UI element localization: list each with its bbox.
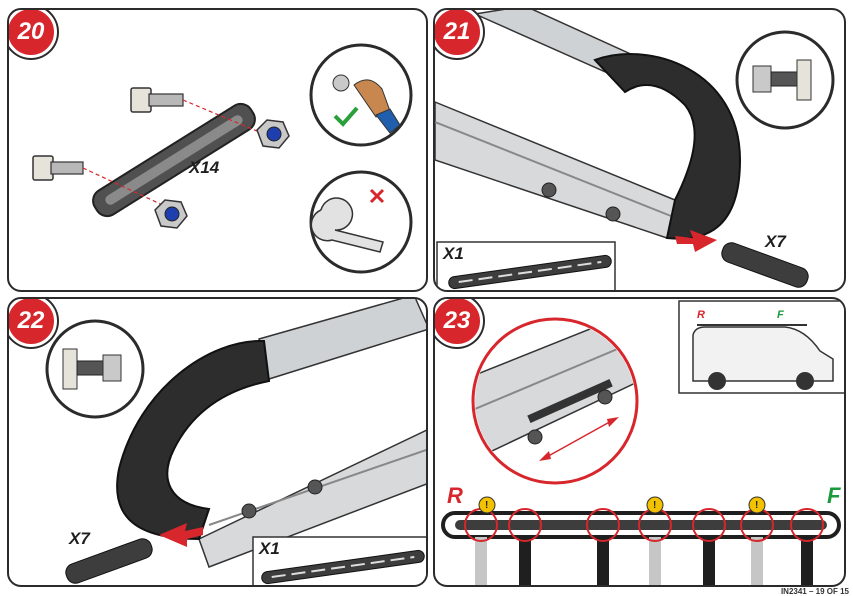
step-22-sub-quantity: X1 (259, 539, 280, 558)
van-icon (692, 326, 834, 382)
rail-bolt-2 (307, 479, 323, 495)
rail-top-view (441, 511, 841, 539)
mounting-bar (92, 102, 256, 218)
roof-rail-profile (198, 429, 426, 568)
rail-end-cap (116, 339, 271, 541)
step-23-illustration (441, 300, 844, 585)
lock-nut-lower (154, 199, 188, 229)
wrench-callout (309, 170, 413, 274)
warning-icons (478, 496, 766, 514)
insert-arrow (675, 230, 717, 252)
position-markers (464, 508, 824, 542)
cross-icon (369, 188, 385, 204)
rear-label: R (447, 483, 463, 508)
lock-nut-upper (256, 119, 290, 149)
mounting-feet (475, 537, 813, 585)
step-21-sub-quantity: X1 (443, 244, 464, 263)
bolt-detail-callout (735, 30, 835, 130)
step-20-illustration (32, 43, 413, 274)
insert-arrow (159, 523, 203, 547)
hand-tighten-callout (309, 43, 413, 147)
rail-bolt-2 (605, 206, 621, 222)
step-21-quantity: X7 (765, 232, 786, 251)
step-20-panel: 20 X14 (7, 8, 428, 292)
t-bolt-lower (32, 155, 84, 181)
step-23-panel: 23 R F R F ! ! ! (433, 297, 846, 587)
warning-symbol-3: ! (755, 500, 759, 511)
bar-inset-drawing (448, 254, 612, 290)
front-label: F (827, 483, 841, 508)
step-22-badge: 22 (9, 299, 57, 347)
roof-rail-upper (258, 299, 426, 380)
rail-bolt-1 (541, 182, 557, 198)
checkmark-icon (333, 106, 359, 127)
step-21-illustration (435, 10, 835, 290)
magnifier-callout (471, 317, 639, 485)
step-23-badge: 23 (435, 299, 483, 347)
step-21-panel: 21 X7 X1 (433, 8, 846, 292)
warning-symbol-2: ! (653, 500, 657, 511)
page-footer: IN2341 – 19 OF 15 (780, 587, 849, 596)
spacing-arrow (542, 418, 616, 460)
mounting-bar (65, 538, 153, 584)
mounting-bar (721, 242, 809, 288)
van-rear-label: R (697, 309, 705, 321)
warning-symbol-1: ! (485, 500, 489, 511)
bar-inset-drawing (261, 549, 425, 585)
step-21-badge: 21 (435, 10, 483, 58)
step-20-quantity: X14 (189, 158, 220, 177)
step-22-quantity: X7 (69, 529, 90, 548)
rail-bolt-1 (241, 503, 257, 519)
bolt-detail-callout (45, 319, 145, 419)
t-bolt-upper (130, 87, 184, 113)
step-20-badge: 20 (9, 10, 57, 58)
step-22-panel: 22 X7 X1 (7, 297, 428, 587)
van-front-label: F (777, 309, 784, 321)
step-22-illustration (45, 299, 426, 585)
